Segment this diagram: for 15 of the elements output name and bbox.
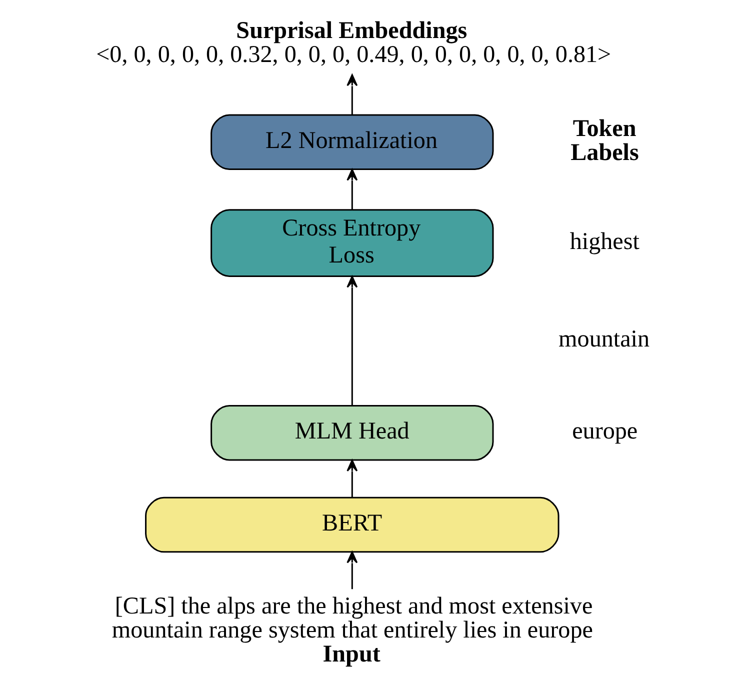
arrow [346,551,358,590]
label: europe [572,418,638,445]
label: highest [570,228,640,255]
node-text: Surprisal Embeddings <0, 0, 0, 0, 0, 0.32, 0, 0, 0, 0.49, 0, 0, 0, 0, 0, 0, 0.81> [96,18,612,68]
node-box: BERT [145,496,560,553]
arrow [346,74,358,115]
arrow [346,168,358,210]
label: mountain [558,326,650,353]
arrow [346,460,358,498]
arrow [346,276,358,406]
label: Token Labels [570,116,639,166]
node-box: L2 Normalization [210,114,494,170]
node-box: MLM Head [210,405,494,461]
node-text: [CLS] the alps are the highest and most extensive mountain range system that entirely lies in europe Input [112,593,593,668]
node-box: Cross Entropy Loss [210,209,494,277]
